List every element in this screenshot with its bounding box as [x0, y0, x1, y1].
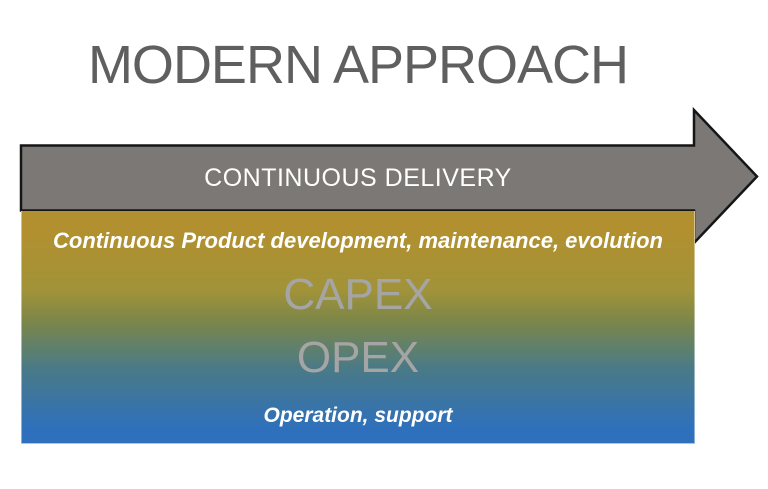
- product-development-line: Continuous Product development, maintena…: [53, 228, 663, 253]
- capex-label: CAPEX: [283, 270, 433, 319]
- slide-title: MODERN APPROACH: [87, 35, 629, 95]
- capex-opex-gradient-panel: Continuous Product development, maintena…: [21, 211, 695, 444]
- operation-support-line: Operation, support: [263, 404, 453, 427]
- opex-label: OPEX: [296, 333, 420, 382]
- right-arrow-icon: [19, 106, 759, 247]
- continuous-delivery-label: CONTINUOUS DELIVERY: [204, 163, 512, 192]
